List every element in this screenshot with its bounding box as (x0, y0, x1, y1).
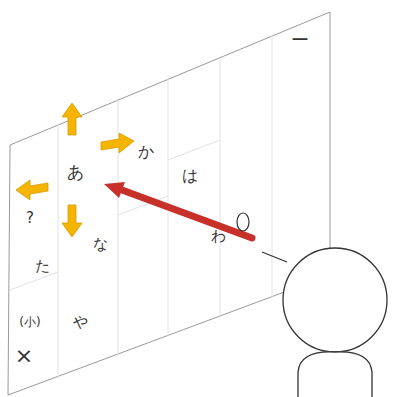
kana-label: か (138, 144, 154, 160)
kana-label: は (182, 168, 198, 184)
pointer-head (104, 182, 125, 198)
hand (237, 213, 249, 231)
kana-label: な (93, 237, 108, 252)
person-body (298, 352, 372, 397)
direction-arrows (16, 103, 134, 237)
board-grid (10, 36, 272, 378)
kana-label: あ (67, 164, 84, 181)
laser-pointer (122, 190, 252, 238)
letter-board (8, 12, 330, 395)
arm-line (262, 252, 287, 262)
kana-label: や (73, 315, 88, 330)
kana-label: (小) (19, 316, 40, 328)
kana-label: た (35, 259, 50, 274)
kana-label: ? (26, 211, 34, 226)
kana-label: わ (211, 229, 226, 244)
kana-label: ー (291, 31, 309, 49)
kana-label: × (15, 345, 33, 367)
person-head (283, 248, 387, 352)
